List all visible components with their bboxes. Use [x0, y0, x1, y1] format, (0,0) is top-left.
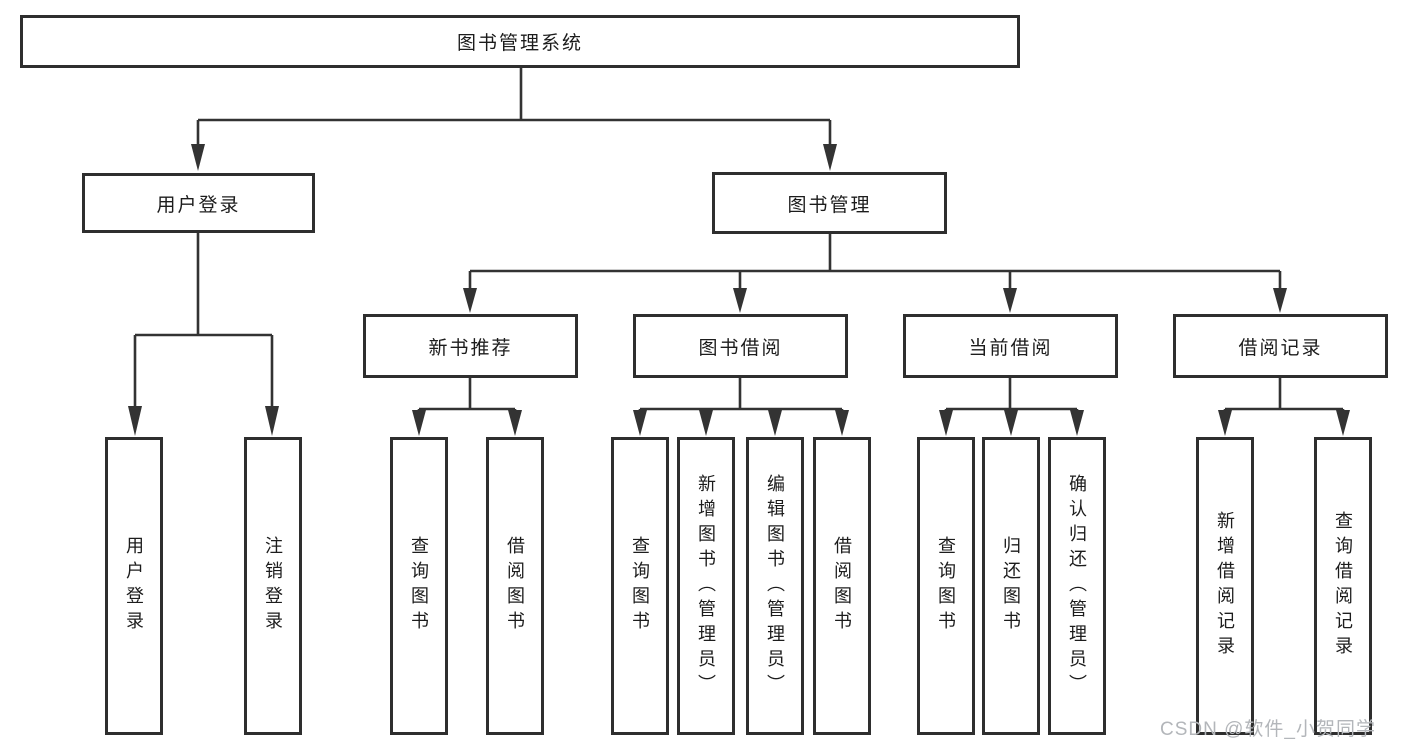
- node-root: 图书管理系统: [20, 15, 1020, 68]
- node-leaf-query-books-1: 查询图书: [390, 437, 448, 735]
- node-new-book-recommend-label: 新书推荐: [428, 337, 513, 359]
- node-leaf-query-books-3-label: 查询图书: [936, 536, 956, 636]
- node-user-login: 用户登录: [82, 173, 315, 233]
- node-leaf-logout-label: 注销登录: [263, 536, 283, 636]
- node-leaf-borrow-books-2-label: 借阅图书: [832, 536, 852, 636]
- node-leaf-add-books-admin-label: 新增图书（管理员）: [696, 473, 716, 699]
- node-book-management-label: 图书管理: [787, 194, 872, 216]
- node-book-management: 图书管理: [712, 172, 947, 234]
- node-leaf-query-books-1-label: 查询图书: [409, 536, 429, 636]
- node-leaf-return-books-label: 归还图书: [1001, 536, 1021, 636]
- connector-current-borrowing-to-leaves: [939, 378, 1084, 436]
- node-book-borrowing-label: 图书借阅: [698, 337, 783, 359]
- node-leaf-edit-books-admin-label: 编辑图书（管理员）: [765, 473, 785, 699]
- node-leaf-edit-books-admin: 编辑图书（管理员）: [746, 437, 804, 735]
- node-user-login-label: 用户登录: [156, 194, 241, 216]
- csdn-watermark: CSDN @软件_小贺同学: [1160, 719, 1376, 740]
- node-leaf-borrow-books-1: 借阅图书: [486, 437, 544, 735]
- node-leaf-query-books-2-label: 查询图书: [630, 536, 650, 636]
- node-root-label: 图书管理系统: [456, 33, 583, 54]
- connector-borrowing-records-to-leaves: [1218, 378, 1350, 436]
- node-book-borrowing: 图书借阅: [633, 314, 848, 378]
- node-leaf-add-books-admin: 新增图书（管理员）: [677, 437, 735, 735]
- node-current-borrowing-label: 当前借阅: [968, 337, 1053, 359]
- node-leaf-add-borrow-record-label: 新增借阅记录: [1215, 511, 1235, 661]
- node-borrowing-records: 借阅记录: [1173, 314, 1388, 378]
- connector-book-borrowing-to-leaves: [633, 378, 849, 436]
- node-new-book-recommend: 新书推荐: [363, 314, 578, 378]
- connector-root-to-level2: [191, 68, 837, 171]
- node-leaf-query-borrow-record-label: 查询借阅记录: [1333, 511, 1353, 661]
- node-leaf-logout: 注销登录: [244, 437, 302, 735]
- connector-book-management-to-level3: [463, 234, 1287, 313]
- node-leaf-user-login: 用户登录: [105, 437, 163, 735]
- node-leaf-query-borrow-record: 查询借阅记录: [1314, 437, 1372, 735]
- node-leaf-return-books: 归还图书: [982, 437, 1040, 735]
- node-current-borrowing: 当前借阅: [903, 314, 1118, 378]
- node-leaf-query-books-3: 查询图书: [917, 437, 975, 735]
- node-leaf-user-login-label: 用户登录: [124, 536, 144, 636]
- node-leaf-borrow-books-1-label: 借阅图书: [505, 536, 525, 636]
- node-leaf-borrow-books-2: 借阅图书: [813, 437, 871, 735]
- node-leaf-add-borrow-record: 新增借阅记录: [1196, 437, 1254, 735]
- node-leaf-confirm-return-admin: 确认归还（管理员）: [1048, 437, 1106, 735]
- connector-user-login-to-leaves: [128, 233, 279, 436]
- node-borrowing-records-label: 借阅记录: [1238, 337, 1323, 359]
- node-leaf-query-books-2: 查询图书: [611, 437, 669, 735]
- node-leaf-confirm-return-admin-label: 确认归还（管理员）: [1067, 473, 1087, 699]
- connector-new-book-recommend-to-leaves: [412, 378, 522, 436]
